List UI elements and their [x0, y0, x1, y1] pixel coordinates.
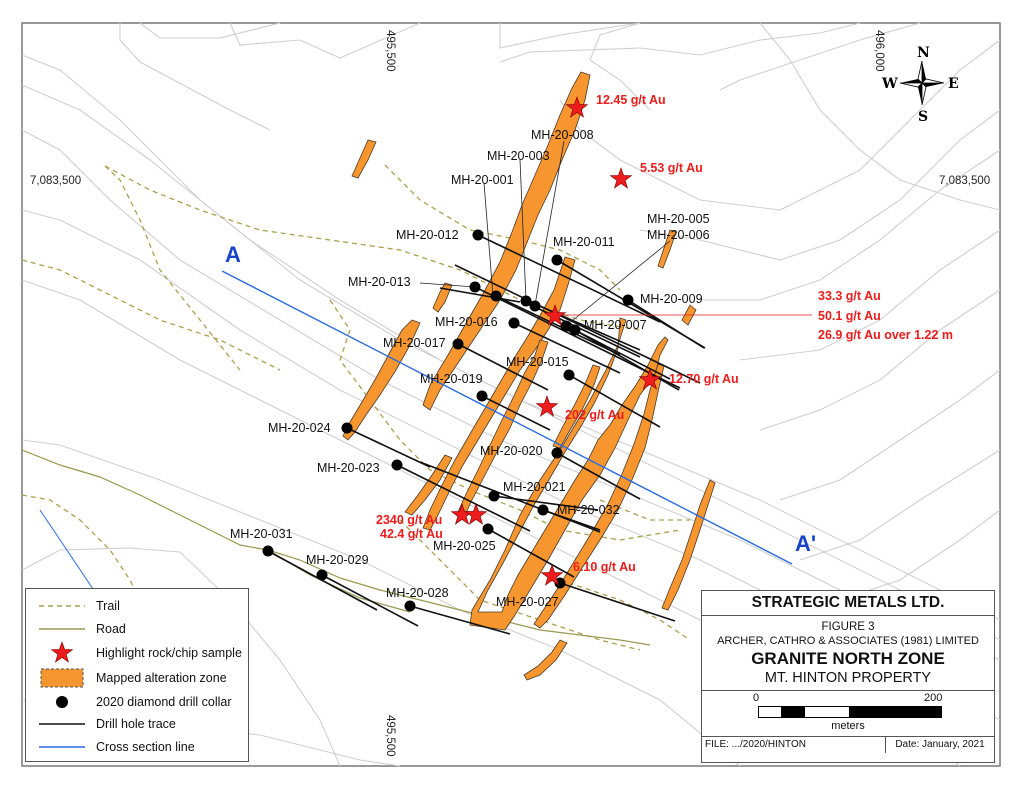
label-mh-20-028: MH-20-028 [386, 586, 449, 600]
sample-12-45: 12.45 g/t Au [596, 93, 666, 107]
scale-unit: meters [831, 720, 865, 732]
drill-trace-icon [39, 723, 85, 725]
legend-item-collar: 2020 diamond drill collar [26, 691, 248, 713]
svg-text:W: W [881, 76, 898, 92]
label-mh-20-008: MH-20-008 [531, 128, 594, 142]
label-mh-20-012: MH-20-012 [396, 228, 459, 242]
label-mh-20-009: MH-20-009 [640, 292, 703, 306]
sample-50-1: 50.1 g/t Au [818, 309, 881, 323]
label-mh-20-016: MH-20-016 [435, 315, 498, 329]
company-name: STRATEGIC METALS LTD. [702, 591, 994, 616]
contour-lines [21, 22, 1001, 767]
sample-202: 202 g/t Au [565, 408, 624, 422]
label-mh-20-020: MH-20-020 [480, 444, 543, 458]
leader-lines [419, 140, 812, 326]
label-mh-20-013: MH-20-013 [348, 275, 411, 289]
legend-item-alteration: Mapped alteration zone [26, 667, 248, 689]
label-mh-20-011: MH-20-011 [553, 235, 615, 249]
label-mh-20-023: MH-20-023 [317, 461, 380, 475]
figure-number: FIGURE 3 [821, 621, 875, 633]
svg-text:N: N [917, 45, 930, 61]
northing-right: 7,083,500 [939, 175, 990, 187]
svg-text:E: E [948, 76, 959, 92]
map-legend: Trail Road Highlight rock/chip sample Ma… [25, 588, 249, 762]
legend-item-sample: Highlight rock/chip sample [26, 641, 248, 664]
section-label-a: A [225, 242, 241, 267]
sample-labels: 12.45 g/t Au 5.53 g/t Au 33.3 g/t Au 50.… [376, 93, 953, 574]
label-mh-20-032: MH-20-032 [557, 503, 620, 517]
legend-item-trail: Trail [26, 595, 248, 617]
alteration-swatch-icon [40, 668, 84, 688]
file-path: FILE: .../2020/HINTON [702, 737, 886, 753]
sample-12-70: 12.70 g/t Au [669, 372, 739, 386]
label-mh-20-005: MH-20-005 [647, 212, 710, 226]
label-mh-20-007: MH-20-007 [584, 318, 647, 332]
zone-title: GRANITE NORTH ZONE [751, 649, 945, 668]
firm-name: ARCHER, CATHRO & ASSOCIATES (1981) LIMIT… [717, 635, 979, 647]
svg-text:S: S [918, 109, 928, 125]
north-arrow-icon: N S E W [881, 45, 959, 125]
legend-item-road: Road [26, 618, 248, 640]
label-mh-20-021: MH-20-021 [503, 480, 566, 494]
label-mh-20-024: MH-20-024 [268, 421, 331, 435]
sample-6-10: 6.10 g/t Au [573, 560, 636, 574]
label-mh-20-003: MH-20-003 [487, 149, 550, 163]
sample-2340: 2340 g/t Au [376, 513, 442, 527]
label-mh-20-017: MH-20-017 [383, 336, 446, 350]
section-label-a-prime: A' [795, 531, 816, 556]
sample-26-9: 26.9 g/t Au over 1.22 m [818, 328, 953, 342]
trail-line-icon [39, 605, 85, 607]
sample-5-53: 5.53 g/t Au [640, 161, 703, 175]
easting-bottom: 495,500 [384, 715, 396, 757]
easting-top-left: 495,500 [384, 30, 396, 72]
label-mh-20-015: MH-20-015 [506, 355, 569, 369]
easting-top-right: 496,000 [873, 30, 885, 72]
coordinate-labels: 495,500 496,000 495,500 7,083,500 7,083,… [30, 30, 990, 757]
label-mh-20-006: MH-20-006 [647, 228, 710, 242]
legend-item-drill-trace: Drill hole trace [26, 713, 248, 735]
drill-hole-labels: MH-20-001 MH-20-003 MH-20-005 MH-20-006 … [230, 128, 710, 609]
scale-start: 0 [753, 692, 760, 704]
label-mh-20-031: MH-20-031 [230, 527, 293, 541]
scale-bar: 0 200 meters [702, 691, 994, 737]
label-mh-20-029: MH-20-029 [306, 553, 369, 567]
legend-item-cross-section: Cross section line [26, 736, 248, 758]
property-name: MT. HINTON PROPERTY [702, 669, 994, 691]
star-icon [50, 641, 74, 663]
cross-section-line-icon [39, 746, 85, 748]
label-mh-20-025: MH-20-025 [433, 539, 496, 553]
title-block: STRATEGIC METALS LTD. FIGURE 3 ARCHER, C… [701, 590, 995, 763]
sample-42-4: 42.4 g/t Au [380, 527, 443, 541]
label-mh-20-001: MH-20-001 [451, 173, 514, 187]
scale-end: 200 [924, 692, 943, 704]
drill-collar-icon [56, 696, 68, 708]
sample-stars [450, 96, 662, 586]
northing-left: 7,083,500 [30, 175, 81, 187]
label-mh-20-019: MH-20-019 [420, 372, 483, 386]
road-line-icon [39, 628, 85, 630]
date: Date: January, 2021 [895, 739, 985, 750]
scale-bar-graphic [758, 706, 942, 718]
cross-section-line: A A' [39, 242, 816, 590]
label-mh-20-027: MH-20-027 [496, 595, 559, 609]
sample-33-3: 33.3 g/t Au [818, 289, 881, 303]
